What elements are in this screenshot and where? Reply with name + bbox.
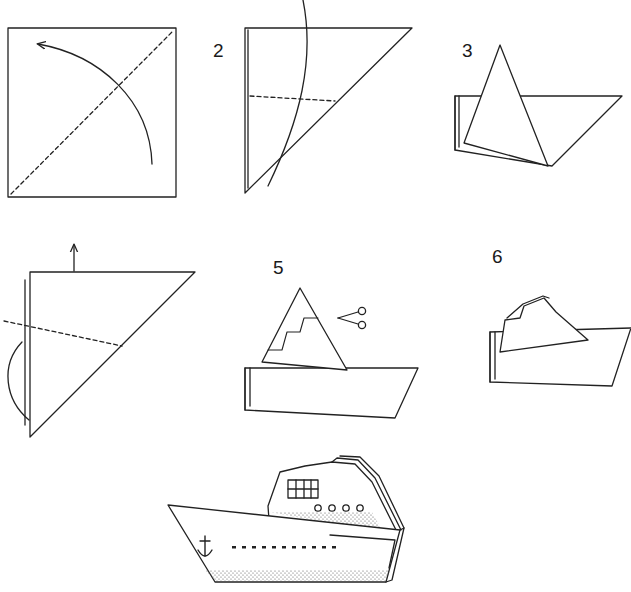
hull-window	[322, 546, 326, 549]
hull-window	[302, 546, 306, 549]
anchor-symbol	[198, 536, 212, 556]
step-number: 5	[273, 258, 284, 277]
hull-window	[272, 546, 276, 549]
hull-window	[282, 546, 286, 549]
hull-window	[312, 546, 316, 549]
hull-window	[252, 546, 256, 549]
step-five-boat	[245, 288, 418, 418]
step-number: 6	[492, 247, 503, 266]
step-three-sail	[455, 45, 622, 166]
finished-ship	[168, 456, 404, 582]
scissors-symbol	[338, 307, 366, 328]
step-number: 3	[462, 41, 473, 60]
hull-window	[242, 546, 246, 549]
hull-window	[332, 546, 336, 549]
step-four-triangle	[4, 245, 195, 437]
step-six-boat	[490, 296, 631, 386]
step-two-triangle	[245, 0, 412, 193]
hull-window	[262, 546, 266, 549]
step-number: 2	[213, 41, 224, 60]
hull-window	[232, 546, 236, 549]
step-one-square	[8, 28, 176, 197]
hull-window	[292, 546, 296, 549]
